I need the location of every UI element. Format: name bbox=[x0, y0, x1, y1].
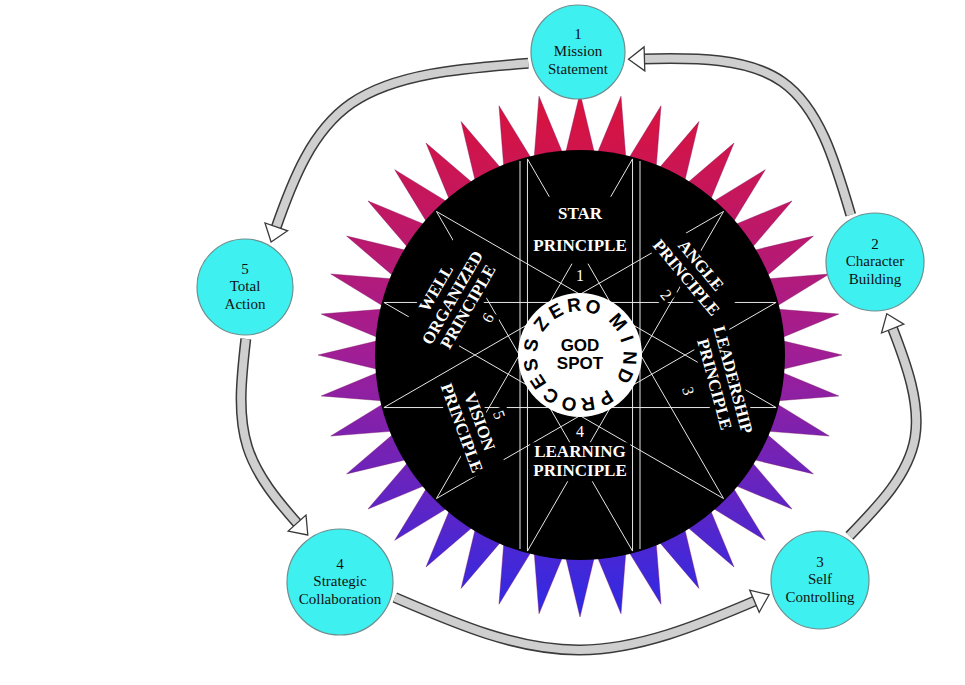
star-spikes bbox=[318, 93, 842, 617]
ring-letter: E bbox=[546, 300, 566, 323]
principle-number: 1 bbox=[573, 266, 587, 286]
arrow-head bbox=[288, 515, 308, 535]
stage-label: Total Action bbox=[225, 278, 266, 313]
arrow-head bbox=[750, 590, 769, 612]
arrow-band-outline bbox=[241, 339, 308, 535]
stage-number: 2 bbox=[871, 236, 879, 253]
ring-letter: P bbox=[595, 386, 616, 409]
stage-label: Character Building bbox=[846, 253, 904, 288]
cycle-arrow bbox=[395, 590, 769, 650]
arrow-head bbox=[882, 314, 904, 333]
ring-letter: I bbox=[617, 333, 637, 344]
principle-disk: STAR PRINCIPLE1ANGLE PRINCIPLE2LEADERSHI… bbox=[375, 150, 785, 560]
star-lines bbox=[384, 159, 776, 551]
ring-letter: S bbox=[520, 356, 541, 372]
circle-fill bbox=[826, 213, 924, 311]
ring-letter: R bbox=[580, 394, 597, 415]
god-spot-hub: ZERO MIND PROCESSGOD SPOT bbox=[518, 293, 642, 417]
label-slot: STAR PRINCIPLE bbox=[530, 197, 630, 264]
principle-label: STAR PRINCIPLE bbox=[530, 197, 630, 264]
arrow-head bbox=[265, 223, 288, 242]
stage-label: Self Controlling bbox=[785, 571, 854, 606]
arrow-band-outline bbox=[395, 595, 769, 650]
principle-number: 4 bbox=[573, 422, 587, 442]
ring-letter: R bbox=[566, 295, 582, 316]
stage-number: 4 bbox=[336, 556, 344, 573]
stage-circle: 3Self Controlling bbox=[770, 530, 870, 630]
ring-letter: C bbox=[540, 384, 562, 407]
stage-number: 5 bbox=[241, 261, 249, 278]
arrow-band bbox=[849, 314, 916, 536]
arrow-head bbox=[629, 47, 645, 71]
cycle-arrow bbox=[849, 314, 916, 536]
core-label: GOD SPOT bbox=[557, 337, 603, 373]
hub-fill bbox=[518, 293, 642, 417]
circle-fill bbox=[197, 239, 293, 335]
label-slot: 4 bbox=[573, 422, 587, 442]
stage-label: Strategic Collaboration bbox=[299, 573, 381, 608]
cycle-arrow bbox=[241, 339, 308, 535]
stage-number: 1 bbox=[574, 26, 582, 43]
stage-circle: 1Mission Statement bbox=[530, 4, 626, 100]
stage-circle: 5Total Action bbox=[196, 238, 294, 336]
label-slot: LEARNING PRINCIPLE bbox=[530, 442, 630, 481]
stage-circle: 2Character Building bbox=[825, 212, 925, 312]
circle-fill bbox=[531, 5, 625, 99]
label-slot: 1 bbox=[573, 266, 587, 286]
black-disk bbox=[375, 150, 785, 560]
ring-letter: S bbox=[520, 337, 541, 353]
arrow-band bbox=[241, 339, 308, 535]
circle-fill bbox=[771, 531, 869, 629]
ring-letter: O bbox=[559, 393, 578, 415]
circle-fill bbox=[287, 529, 393, 635]
ring-letter: Z bbox=[530, 313, 552, 334]
ring-letter: O bbox=[583, 296, 602, 318]
stage-label: Mission Statement bbox=[548, 43, 608, 78]
principle-label: LEARNING PRINCIPLE bbox=[530, 442, 630, 481]
stage-circle: 4Strategic Collaboration bbox=[286, 528, 394, 636]
ring-letter: N bbox=[620, 350, 640, 365]
arrow-band-outline bbox=[849, 314, 916, 536]
arrow-band bbox=[395, 595, 769, 650]
ring-letter: M bbox=[605, 310, 630, 334]
ring-letter: D bbox=[614, 366, 637, 386]
stage-number: 3 bbox=[816, 554, 824, 571]
